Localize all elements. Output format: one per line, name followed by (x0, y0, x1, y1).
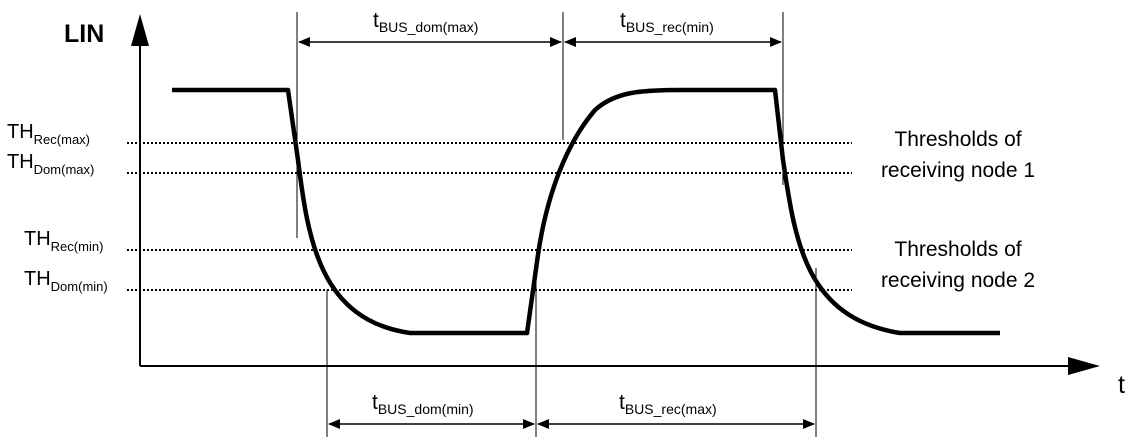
threshold-label-dom-min: THDom(min) (24, 268, 108, 294)
node2-label-line2: receiving node 2 (881, 269, 1035, 292)
y-axis-label: LIN (64, 20, 104, 48)
x-axis-label: t (1118, 371, 1125, 399)
threshold-lines (127, 142, 852, 291)
threshold-label-rec-min: THRec(min) (24, 228, 103, 254)
label-t-bus-dom-max: tBUS_dom(max) (373, 9, 478, 35)
timing-arrows (298, 37, 815, 429)
node1-label-line1: Thresholds of (894, 128, 1021, 151)
x-axis-arrowhead (1068, 357, 1100, 375)
lin-bus-waveform (172, 87, 1000, 336)
node1-label-line2: receiving node 1 (881, 159, 1035, 182)
y-axis-arrowhead (131, 14, 149, 46)
label-t-bus-dom-min: tBUS_dom(min) (372, 391, 474, 417)
timing-markers (296, 12, 817, 437)
y-axis (131, 14, 149, 366)
threshold-label-dom-max: THDom(max) (7, 151, 94, 177)
node2-label-line1: Thresholds of (894, 238, 1021, 261)
label-t-bus-rec-max: tBUS_rec(max) (619, 391, 717, 417)
x-axis (140, 357, 1100, 375)
label-t-bus-rec-min: tBUS_rec(min) (620, 9, 714, 35)
threshold-label-rec-max: THRec(max) (7, 121, 90, 147)
